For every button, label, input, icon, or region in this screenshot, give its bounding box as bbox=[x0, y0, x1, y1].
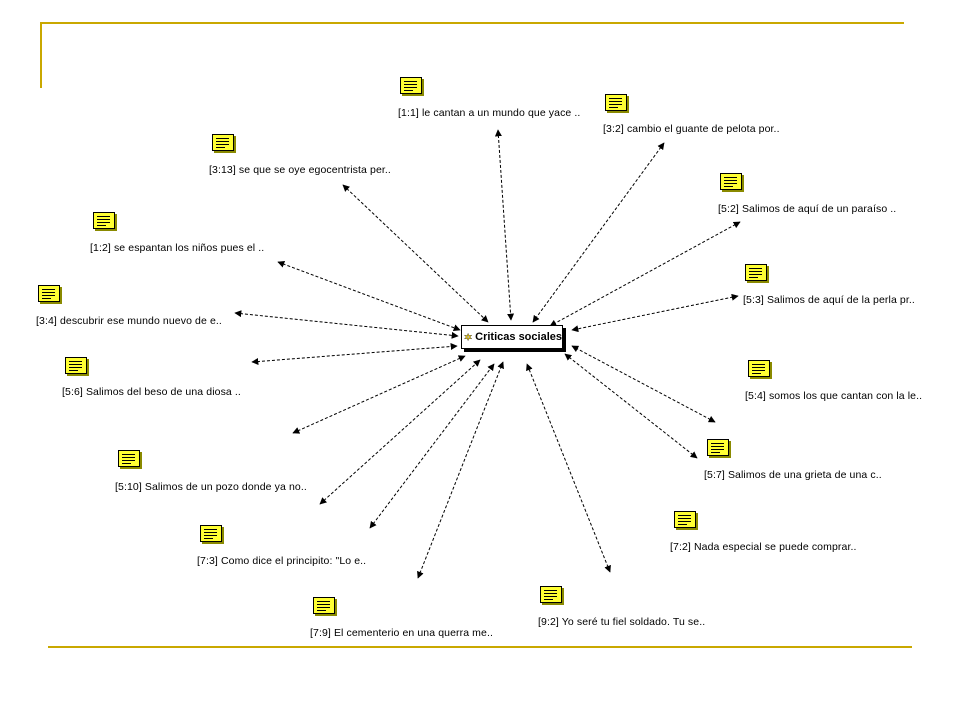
note-icon bbox=[200, 525, 222, 542]
quote-label: [1:1] le cantan a un mundo que yace .. bbox=[398, 107, 581, 119]
hub-node-criticas-sociales[interactable]: Criticas sociales bbox=[461, 325, 563, 349]
quote-label: [7:2] Nada especial se puede comprar.. bbox=[670, 541, 857, 553]
note-icon bbox=[748, 360, 770, 377]
note-icon bbox=[65, 357, 87, 374]
quote-label: [5:2] Salimos de aquí de un paraíso .. bbox=[718, 203, 897, 215]
edge-6 bbox=[234, 310, 459, 339]
quote-label: [5:10] Salimos de un pozo donde ya no.. bbox=[115, 481, 307, 493]
edge-14 bbox=[369, 363, 495, 529]
edge-2 bbox=[342, 184, 489, 323]
edge-10 bbox=[564, 353, 698, 459]
note-icon bbox=[93, 212, 115, 229]
edge-5 bbox=[571, 293, 739, 333]
frame-left-rule bbox=[40, 22, 42, 88]
frame-bottom-rule bbox=[48, 646, 912, 648]
frame-top-rule bbox=[40, 22, 904, 24]
quote-label: [5:7] Salimos de una grieta de una c.. bbox=[704, 469, 882, 481]
note-icon bbox=[745, 264, 767, 281]
edge-7 bbox=[251, 343, 458, 365]
note-icon bbox=[38, 285, 60, 302]
edge-13 bbox=[526, 363, 611, 573]
edge-9 bbox=[292, 355, 466, 434]
quote-label: [5:3] Salimos de aquí de la perla pr.. bbox=[743, 294, 915, 306]
edge-8 bbox=[571, 345, 716, 423]
note-icon bbox=[540, 586, 562, 603]
quote-label: [1:2] se espantan los niños pues el .. bbox=[90, 242, 265, 254]
quote-label: [3:4] descubrir ese mundo nuevo de e.. bbox=[36, 315, 222, 327]
edge-0 bbox=[494, 129, 515, 321]
quote-label: [5:6] Salimos del beso de una diosa .. bbox=[62, 386, 241, 398]
note-icon bbox=[720, 173, 742, 190]
quote-label: [7:9] El cementerio en una querra me.. bbox=[310, 627, 493, 639]
edge-12 bbox=[417, 361, 504, 579]
note-icon bbox=[707, 439, 729, 456]
note-icon bbox=[605, 94, 627, 111]
edge-3 bbox=[549, 221, 741, 327]
note-icon bbox=[313, 597, 335, 614]
note-icon bbox=[212, 134, 234, 151]
edge-1 bbox=[532, 142, 665, 323]
quote-label: [9:2] Yo seré tu fiel soldado. Tu se.. bbox=[538, 616, 706, 628]
hub-label: Criticas sociales bbox=[475, 331, 562, 343]
note-icon bbox=[400, 77, 422, 94]
quote-label: [5:4] somos los que cantan con la le.. bbox=[745, 390, 923, 402]
star-burst-icon bbox=[464, 332, 473, 342]
note-icon bbox=[118, 450, 140, 467]
quote-label: [3:2] cambio el guante de pelota por.. bbox=[603, 123, 780, 135]
quote-label: [3:13] se que se oye egocentrista per.. bbox=[209, 164, 391, 176]
note-icon bbox=[674, 511, 696, 528]
quote-label: [7:3] Como dice el principito: "Lo e.. bbox=[197, 555, 367, 567]
